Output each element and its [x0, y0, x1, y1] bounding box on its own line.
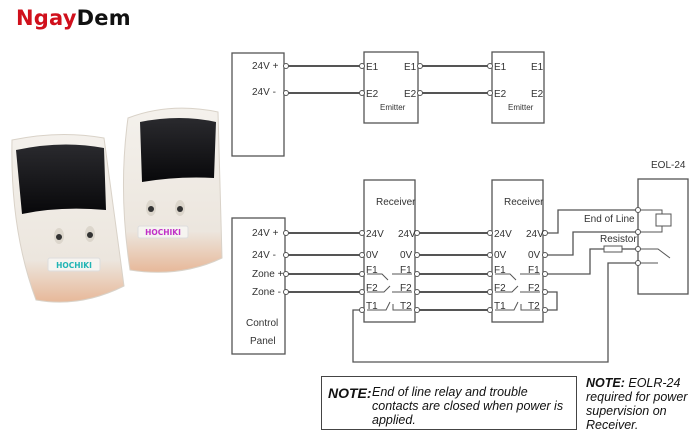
ps-terminal-24v-minus: 24V - — [252, 87, 276, 98]
r1-left-24v: 24V — [366, 229, 384, 240]
r2-left-f1: F1 — [494, 265, 506, 276]
r1-right-0v: 0V — [400, 250, 413, 261]
hochiki-label-left: HOCHIKI — [56, 261, 92, 270]
eol-label-end-of-line: End of Line — [584, 214, 635, 225]
eol-module-box — [637, 178, 689, 295]
r2-right-f2: F2 — [528, 283, 540, 294]
emitter-2-box — [491, 51, 545, 124]
detector-unit-right: HOCHIKI — [122, 107, 223, 273]
emitter1-left-e2: E2 — [366, 89, 379, 100]
r2-left-0v: 0V — [494, 250, 507, 261]
eol-title: EOL-24 — [651, 160, 686, 171]
emitter1-right-e2: E2 — [404, 89, 417, 100]
emitter1-left-e1: E1 — [366, 62, 379, 73]
product-photo: HOCHIKI HOCHIKI — [11, 107, 223, 303]
note2-text: EOLR-24 required for power supervision o… — [586, 376, 688, 432]
emitter2-left-e2: E2 — [494, 89, 507, 100]
r1-right-f1: F1 — [400, 265, 412, 276]
r1-left-t1: T1 — [366, 301, 378, 312]
receiver-2-box — [491, 179, 544, 323]
detector-unit-left: HOCHIKI — [11, 133, 125, 303]
power-supply-box — [231, 52, 285, 157]
r2-left-24v: 24V — [494, 229, 512, 240]
r1-right-24v: 24V — [398, 229, 416, 240]
emitter2-title: Emitter — [508, 103, 534, 112]
cp-title-line1: Control — [246, 318, 278, 329]
note1-text: End of line relay and trouble contacts a… — [372, 385, 564, 427]
emitter2-left-e1: E1 — [494, 62, 507, 73]
emitter1-right-e1: E1 — [404, 62, 417, 73]
hochiki-label-right: HOCHIKI — [145, 228, 181, 237]
emitter2-right-e1: E1 — [531, 62, 544, 73]
cp-terminal-zone-plus: Zone + — [252, 269, 284, 280]
r1-left-f1: F1 — [366, 265, 378, 276]
r1-left-f2: F2 — [366, 283, 378, 294]
r2-right-f1: F1 — [528, 265, 540, 276]
note-box-relay: NOTE: End of line relay and trouble cont… — [321, 376, 577, 430]
logo-part-ngay: Ngay — [16, 6, 77, 30]
receiver2-title: Receiver — [504, 197, 544, 208]
cp-terminal-24v-minus: 24V - — [252, 250, 276, 261]
cp-terminal-24v-plus: 24V + — [252, 228, 279, 239]
logo: NgayDem — [16, 6, 131, 30]
eol-label-resistor: Resistor — [600, 234, 637, 245]
r2-left-f2: F2 — [494, 283, 506, 294]
logo-part-dem: Dem — [76, 6, 131, 30]
note2-label: NOTE: — [586, 376, 629, 390]
r1-right-t2: T2 — [400, 301, 412, 312]
r2-right-t2: T2 — [528, 301, 540, 312]
r2-right-0v: 0V — [528, 250, 541, 261]
emitter1-title: Emitter — [380, 103, 406, 112]
r2-right-24v: 24V — [526, 229, 544, 240]
control-panel-box — [231, 217, 286, 355]
cp-title-line2: Panel — [250, 336, 276, 347]
ps-terminal-24v-plus: 24V + — [252, 61, 279, 72]
receiver-1-box — [363, 179, 416, 323]
cp-terminal-zone-minus: Zone - — [252, 287, 281, 298]
emitter-1-box — [363, 51, 419, 124]
emitter2-right-e2: E2 — [531, 89, 544, 100]
r1-right-f2: F2 — [400, 283, 412, 294]
note-eolr: NOTE: EOLR-24 required for power supervi… — [586, 376, 700, 432]
note1-label: NOTE: — [328, 385, 372, 401]
r1-left-0v: 0V — [366, 250, 379, 261]
r2-left-t1: T1 — [494, 301, 506, 312]
receiver1-title: Receiver — [376, 197, 416, 208]
